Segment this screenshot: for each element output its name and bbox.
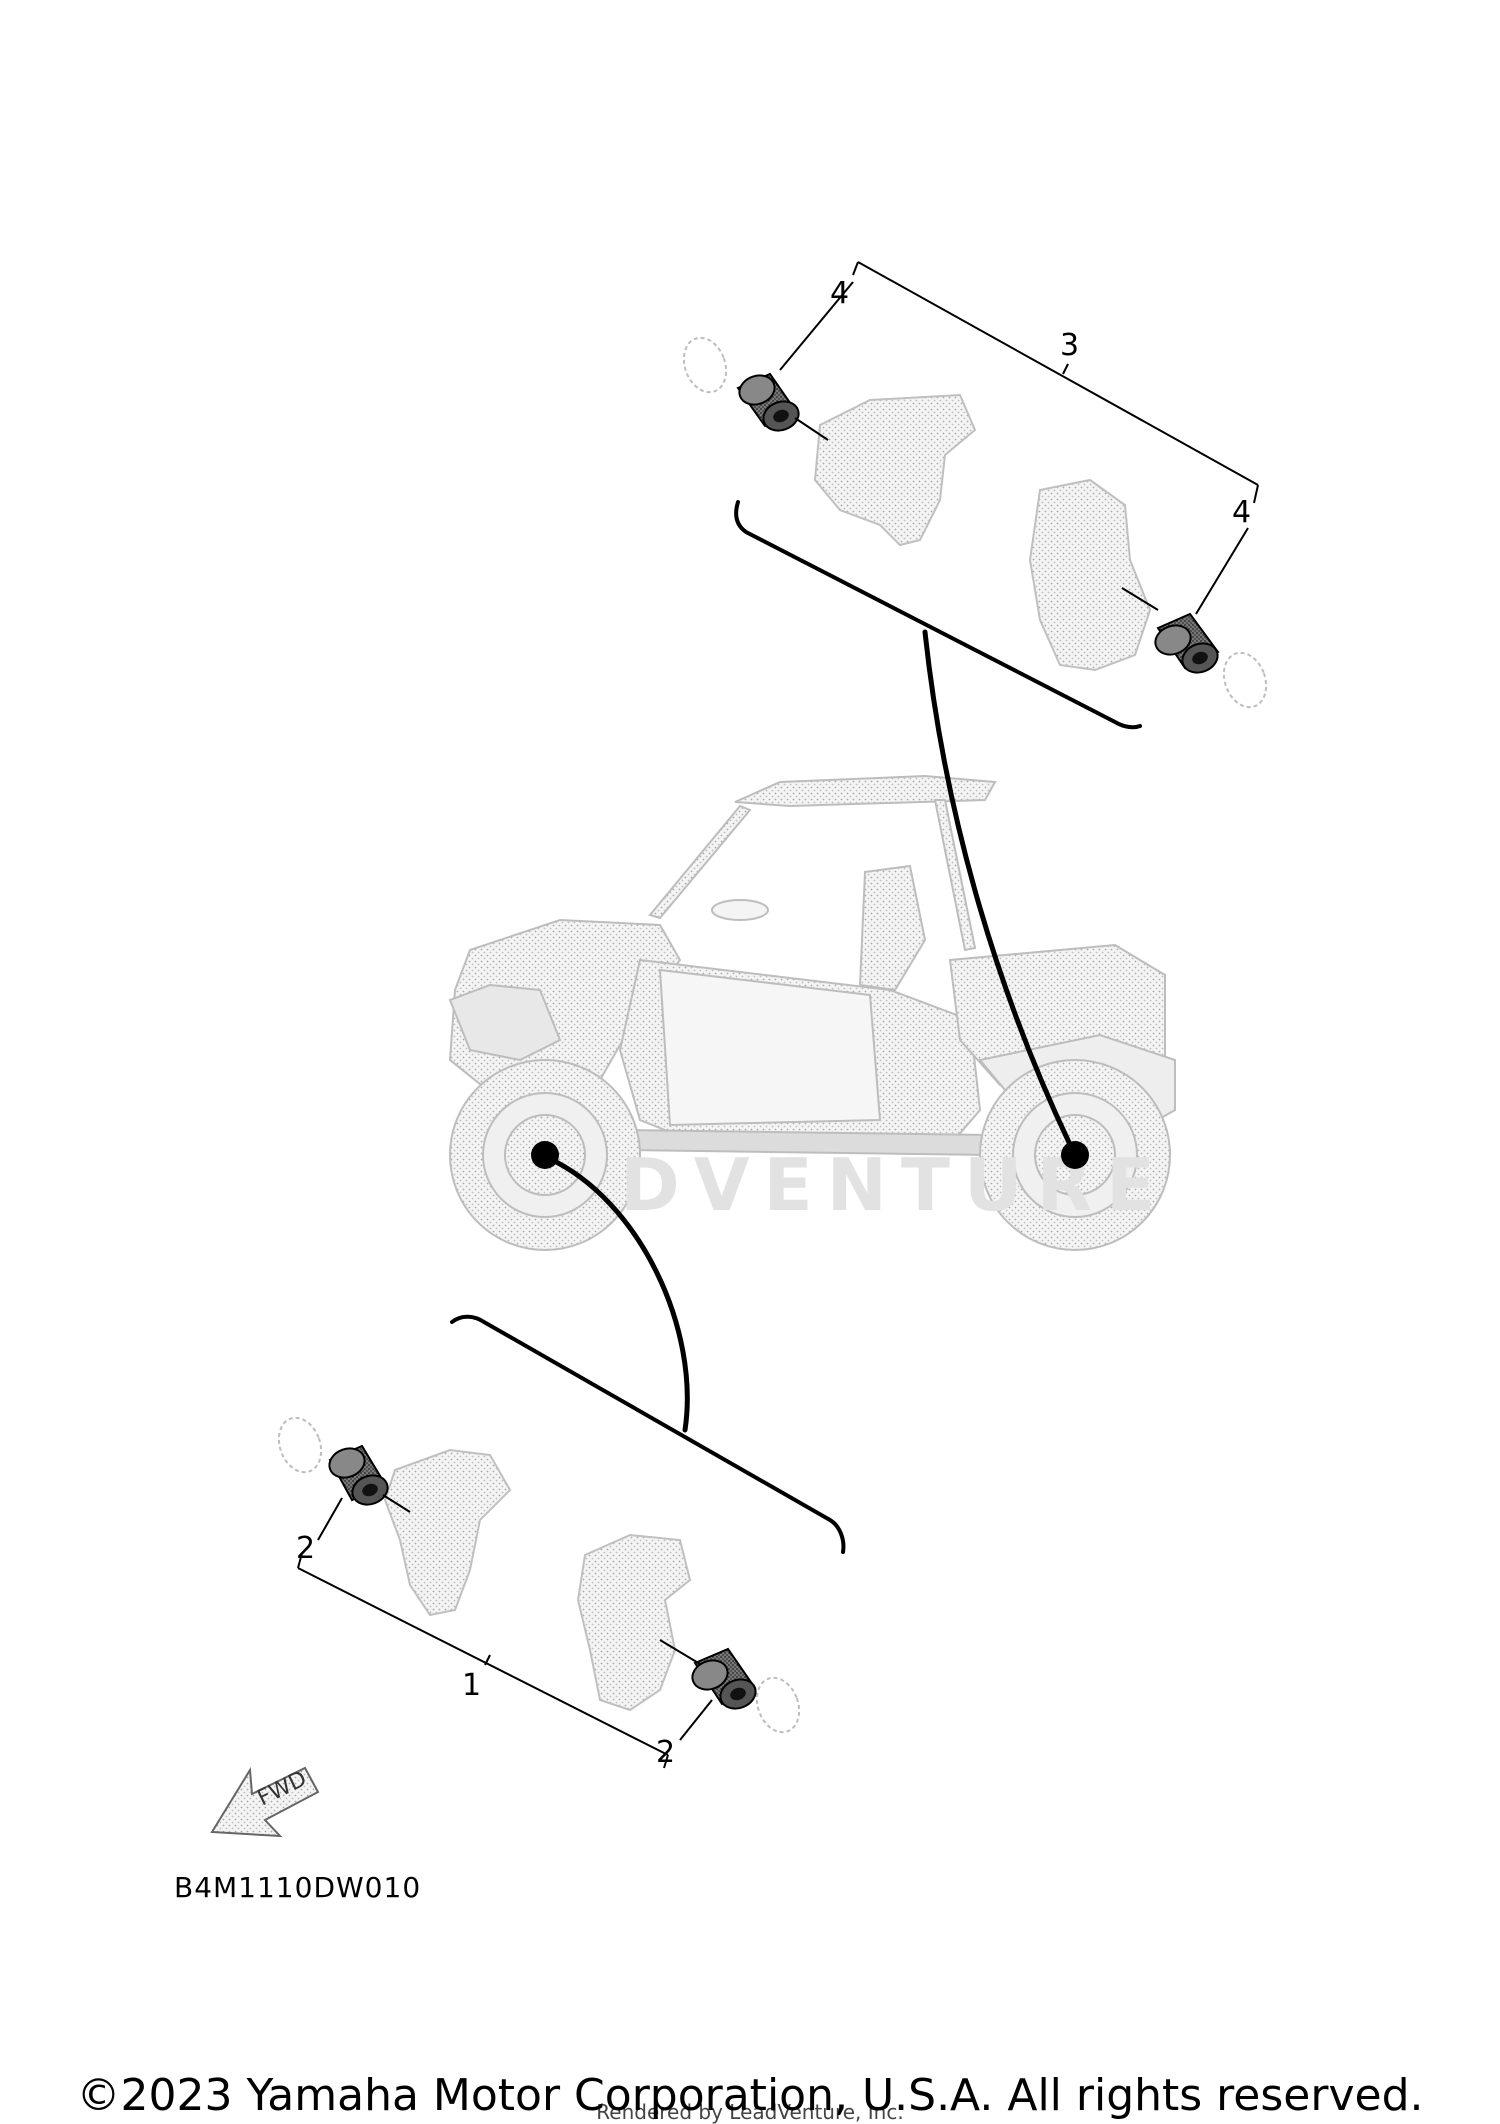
rear-bearing-left: [736, 372, 800, 432]
front-bearing-left: [328, 1444, 389, 1506]
front-components: [277, 1416, 801, 1734]
leader-lines: [545, 629, 1078, 1433]
callout-rear-assembly: 3: [1060, 328, 1079, 363]
rear-circlip-right: [1222, 651, 1268, 709]
group-brackets: [450, 500, 1142, 1554]
callout-rear-bearing-left: 4: [830, 276, 849, 311]
front-callout-lines: [297, 1497, 713, 1769]
rear-circlip-left: [682, 336, 728, 394]
rear-bearing-right: [1154, 612, 1220, 674]
front-circlip-right: [755, 1676, 801, 1734]
rear-callout-lines: [779, 261, 1259, 615]
rear-knuckle-left: [813, 393, 977, 547]
rear-knuckle-right: [1028, 478, 1152, 672]
front-hub-marker: [531, 1141, 559, 1169]
copyright-text: ©2023 Yamaha Motor Corporation, U.S.A. A…: [76, 2070, 1424, 2121]
callout-front-assembly: 1: [462, 1668, 481, 1703]
rear-components: [682, 336, 1268, 709]
callout-rear-bearing-right: 4: [1232, 495, 1251, 530]
front-knuckle-right: [576, 1533, 692, 1712]
diagram-code: B4M1110DW010: [174, 1871, 422, 1904]
vehicle-illustration: [448, 774, 1176, 1251]
rendered-by-text: Rendered by LeadVenture, Inc.: [596, 2100, 904, 2124]
front-circlip-left: [277, 1416, 323, 1474]
front-knuckle-left: [383, 1448, 512, 1617]
fwd-arrow-icon: FWD: [210, 1766, 320, 1838]
callout-front-bearing-left: 2: [296, 1531, 315, 1566]
callout-front-bearing-right: 2: [656, 1735, 675, 1770]
front-bearing-right: [691, 1647, 757, 1710]
